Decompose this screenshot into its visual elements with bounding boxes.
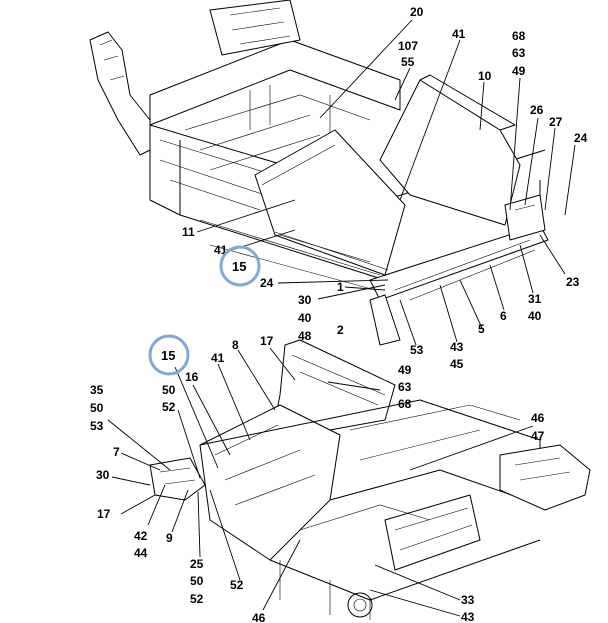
callout-17: 17 [260, 334, 274, 348]
callout-43: 43 [450, 340, 464, 354]
callout-16: 16 [185, 370, 199, 384]
callout-9: 9 [166, 531, 173, 545]
highlight-callout-15: 15 [161, 348, 175, 363]
callout-5: 5 [478, 322, 485, 336]
callout-30: 30 [96, 468, 110, 482]
upper-highlight: 15 [219, 245, 261, 287]
callout-17: 17 [97, 507, 111, 521]
callout-27: 27 [549, 115, 563, 129]
callout-30: 30 [298, 293, 312, 307]
callout-23: 23 [566, 275, 580, 289]
callout-33: 33 [461, 593, 475, 607]
callout-43: 43 [461, 610, 475, 623]
callout-7: 7 [113, 445, 120, 459]
callout-46: 46 [531, 411, 545, 425]
callout-52: 52 [190, 592, 204, 606]
lower-assembly [149, 339, 591, 620]
lower-highlight: 15 [148, 334, 190, 376]
callout-42: 42 [134, 529, 148, 543]
callout-40: 40 [528, 309, 542, 323]
callout-44: 44 [134, 546, 148, 560]
callout-63: 63 [512, 46, 526, 60]
callout-68: 68 [512, 29, 526, 43]
callout-50: 50 [90, 401, 104, 415]
callout-68: 68 [398, 397, 412, 411]
callout-35: 35 [90, 383, 104, 397]
callout-40: 40 [298, 311, 312, 325]
callout-25: 25 [190, 557, 204, 571]
callout-20: 20 [410, 5, 424, 19]
callout-6: 6 [500, 309, 507, 323]
callout-48: 48 [298, 329, 312, 343]
highlight-callout-15: 15 [232, 259, 246, 274]
callout-26: 26 [530, 103, 544, 117]
callout-49: 49 [512, 64, 526, 78]
callout-52: 52 [230, 578, 244, 592]
callout-11: 11 [182, 225, 195, 239]
callout-55: 55 [401, 55, 415, 69]
lower-callouts: 8 17 41 16 50 52 35 50 53 49 63 68 46 47… [90, 334, 545, 623]
upper-callouts: 20 107 55 41 68 63 49 10 26 27 24 11 41 … [182, 5, 588, 371]
callout-63: 63 [398, 380, 412, 394]
callout-50: 50 [162, 383, 176, 397]
callout-46: 46 [252, 611, 266, 623]
upper-leader-lines [196, 19, 576, 346]
upper-assembly [89, 0, 549, 346]
callout-45: 45 [450, 357, 464, 371]
callout-107: 107 [398, 39, 418, 53]
callout-52: 52 [162, 400, 176, 414]
callout-10: 10 [478, 69, 492, 83]
callout-41: 41 [211, 351, 225, 365]
callout-24: 24 [574, 131, 588, 145]
callout-1: 1 [337, 280, 344, 294]
highlight-circle [148, 334, 190, 376]
callout-2: 2 [337, 323, 344, 337]
callout-53: 53 [410, 343, 424, 357]
callout-50: 50 [190, 574, 204, 588]
highlight-circle [219, 245, 261, 287]
callout-49: 49 [398, 363, 412, 377]
callout-47: 47 [531, 429, 545, 443]
lower-leader-lines [107, 347, 534, 617]
callout-8: 8 [232, 338, 239, 352]
callout-31: 31 [528, 292, 542, 306]
callout-53: 53 [90, 419, 104, 433]
callout-41: 41 [452, 27, 466, 41]
callout-24: 24 [260, 276, 274, 290]
